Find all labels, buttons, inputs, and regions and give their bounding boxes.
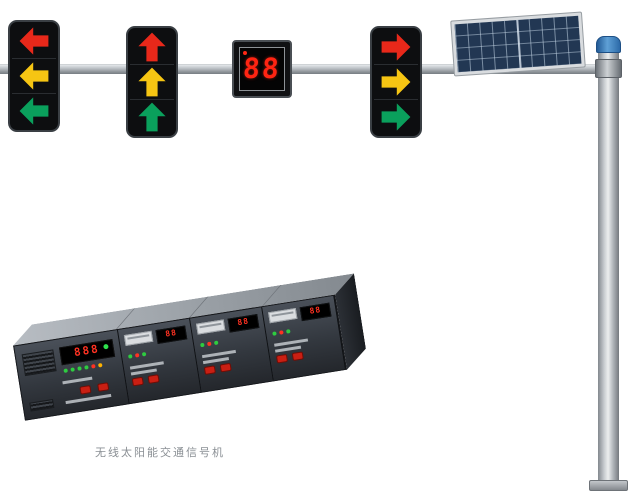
green-led — [200, 342, 205, 348]
module-label-sticker — [268, 307, 298, 324]
red-button — [275, 353, 289, 364]
lens-red-left — [12, 24, 56, 58]
lens-green-left — [12, 93, 56, 128]
red-button — [203, 365, 216, 375]
signal-controller-rack: 888 88 — [10, 273, 369, 426]
lens-green-right — [374, 99, 418, 134]
green-led — [63, 368, 68, 373]
arrow-right-yellow-icon — [381, 68, 411, 96]
timer-indicator-dot — [243, 51, 247, 55]
green-led — [84, 365, 89, 370]
label-text-bar — [274, 338, 309, 347]
controller-module: 88 — [190, 307, 274, 392]
lens-yellow-up — [130, 64, 174, 99]
red-led — [91, 364, 96, 369]
led-row — [127, 351, 147, 359]
product-caption: 无线太阳能交通信号机 — [95, 446, 225, 459]
green-led — [272, 331, 277, 336]
lens-red-right — [374, 30, 418, 64]
solar-panel-cells — [454, 15, 582, 73]
label-text-bar — [65, 393, 112, 405]
red-button — [79, 385, 92, 395]
vent-grille — [21, 349, 57, 377]
red-button — [219, 362, 232, 373]
lens-yellow-left — [12, 58, 56, 93]
red-led — [279, 330, 284, 335]
red-button — [147, 374, 160, 384]
horizontal-mast-arm — [0, 64, 607, 74]
arrow-left-green-icon — [19, 97, 49, 125]
lens-red-up — [130, 30, 174, 64]
module-digit-display: 88 — [155, 325, 188, 344]
solar-panel-frame — [450, 11, 586, 77]
arrow-left-red-icon — [19, 27, 49, 55]
led-row — [200, 340, 219, 348]
countdown-timer: 88 — [232, 40, 292, 98]
green-led — [77, 366, 82, 371]
orange-led — [97, 362, 103, 368]
red-led — [134, 353, 140, 358]
vertical-pole — [598, 50, 619, 482]
label-text-bar — [201, 349, 237, 359]
module-label-sticker — [195, 319, 226, 335]
pole-blue-cap — [596, 36, 621, 53]
module-label-sticker — [123, 330, 154, 347]
green-led — [286, 329, 291, 334]
traffic-head-left-arrows — [8, 20, 60, 132]
pole-base-flange — [589, 480, 628, 491]
label-text-bar — [129, 361, 164, 370]
traffic-head-right-arrows — [370, 26, 422, 138]
arrow-right-green-icon — [381, 103, 411, 131]
arrow-up-red-icon — [138, 32, 166, 62]
controller-module: 88 — [117, 318, 202, 404]
arrow-up-green-icon — [138, 102, 166, 132]
traffic-head-up-arrows — [126, 26, 178, 138]
countdown-digits: 88 — [242, 52, 283, 85]
label-text-bar — [62, 376, 93, 385]
green-led — [70, 367, 75, 372]
red-button — [97, 382, 110, 392]
green-led — [213, 340, 219, 346]
countdown-screen: 88 — [239, 47, 285, 91]
module-digit-display: 88 — [227, 314, 260, 333]
arrow-up-yellow-icon — [138, 67, 166, 97]
vent-grille — [29, 399, 55, 412]
module-digit-display: 88 — [299, 302, 332, 322]
controller-module-main: 888 — [14, 330, 130, 420]
led-row — [63, 362, 103, 373]
main-digit-display: 888 — [58, 339, 116, 366]
arrow-left-yellow-icon — [19, 62, 49, 90]
red-button — [291, 351, 304, 362]
red-button — [131, 376, 144, 387]
red-led — [206, 341, 212, 347]
led-row — [272, 329, 291, 336]
solar-panel-divider — [516, 19, 522, 68]
solar-panel — [450, 11, 586, 77]
pole-arm-collar — [595, 59, 622, 78]
lens-green-up — [130, 99, 174, 134]
green-led — [127, 354, 133, 359]
controller-module: 88 — [262, 295, 346, 381]
arrow-right-red-icon — [381, 33, 411, 61]
lens-yellow-right — [374, 64, 418, 99]
green-led — [141, 351, 147, 357]
